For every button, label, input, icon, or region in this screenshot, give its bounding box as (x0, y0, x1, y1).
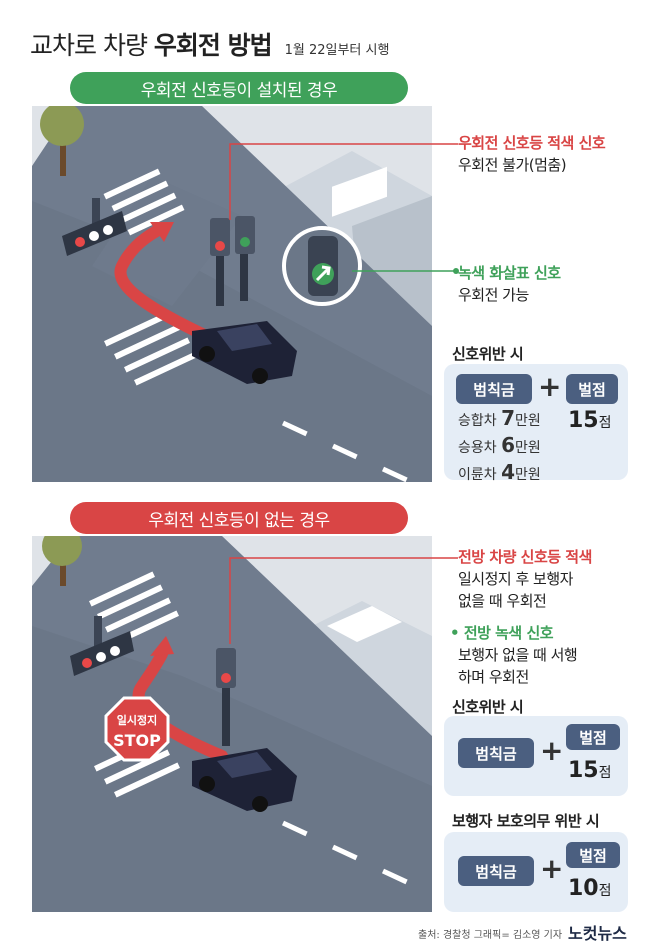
car-1 (192, 321, 297, 384)
points-value-2: 15점 (568, 758, 612, 783)
fine-row: 승용차 6만원 (458, 433, 541, 460)
red-note-head-2: 전방 차량 신호등 적색 (458, 548, 592, 566)
section1-violation-label: 신호위반 시 (452, 345, 524, 363)
tree-trunk-2 (60, 546, 66, 586)
fine-unit: 만원 (515, 467, 541, 483)
section2-green-note: • 전방 녹색 신호 보행자 없을 때 서행 하며 우회전 (450, 622, 578, 688)
red-note-body: 우회전 불가(멈춤) (458, 156, 567, 174)
section2-pill: 우회전 신호등이 없는 경우 (70, 502, 408, 534)
car-2 (192, 748, 297, 812)
turn-arrow-path (114, 222, 223, 347)
green-note-head: 녹색 화살표 신호 (458, 264, 561, 282)
points-unit: 점 (598, 415, 612, 431)
section1-penalty-panel: 범칙금 + 벌점 승합차 7만원 승용차 6만원 이륜차 4만원 15점 (444, 364, 628, 484)
green-leader-line (352, 268, 459, 274)
scene-with-right-turn-signal (32, 106, 432, 482)
credit-line: 출처: 경찰청 그래픽= 김소영 기자 (418, 930, 563, 941)
plus-sign: + (538, 370, 562, 403)
crosswalk-1 (103, 168, 185, 236)
points-value: 15점 (568, 408, 612, 433)
fine-vehicle: 승합차 (458, 413, 497, 429)
points-tag: 벌점 (566, 374, 618, 404)
stop-sign: 일시정지 STOP (104, 696, 170, 762)
green-note-body: 우회전 가능 (458, 286, 529, 304)
section2-red-note: 전방 차량 신호등 적색 일시정지 후 보행자 없을 때 우회전 (458, 546, 592, 612)
fine-amount: 7 (501, 406, 516, 430)
ped-points-tag: 벌점 (566, 842, 620, 868)
road-cross (32, 106, 432, 396)
tree-canopy-2 (42, 536, 82, 566)
green-arrow-icon (315, 265, 331, 282)
page-title: 교차로 차량 우회전 방법 1월 22일부터 시행 (30, 26, 389, 62)
fine-tag: 범칙금 (456, 374, 532, 404)
title-prefix: 교차로 차량 (30, 31, 148, 60)
points-number: 15 (568, 408, 599, 433)
green-note-head-2: • 전방 녹색 신호 (450, 624, 554, 642)
red-note-head: 우회전 신호등 적색 신호 (458, 134, 606, 152)
red-note-line2: 없을 때 우회전 (458, 592, 547, 610)
turn-arrow-head (150, 222, 174, 242)
section2-penalty-panel: 범칙금 + 벌점 15점 (444, 716, 628, 796)
intersection-illustration-2: 일시정지 STOP (32, 536, 432, 912)
fine-row: 이륜차 4만원 (458, 460, 541, 487)
title-bold: 우회전 방법 (153, 31, 273, 60)
ped-violation-label: 보행자 보호의무 위반 시 (452, 812, 600, 830)
fine-vehicle: 승용차 (458, 440, 497, 456)
title-date: 1월 22일부터 시행 (284, 43, 390, 58)
section1-red-note: 우회전 신호등 적색 신호 우회전 불가(멈춤) (458, 132, 606, 176)
ped-plus-sign: + (540, 852, 564, 885)
ped-penalty-panel: 범칙금 + 벌점 10점 (444, 832, 628, 912)
fine-unit: 만원 (515, 440, 541, 456)
section2-violation-label: 신호위반 시 (452, 698, 524, 716)
vehicle-signal-2 (70, 616, 134, 676)
vehicle-signal-1 (62, 198, 127, 256)
points-unit-2: 점 (598, 765, 612, 781)
fine-amount: 4 (501, 460, 516, 484)
scene-without-right-turn-signal: 일시정지 STOP (32, 536, 432, 912)
signal-zoom-bubble (282, 226, 362, 306)
stop-sign-top: 일시정지 (117, 713, 157, 727)
fine-unit: 만원 (515, 413, 541, 429)
turn-arrow-head-2 (150, 636, 174, 656)
red-note-line1: 일시정지 후 보행자 (458, 570, 573, 588)
fine-vehicle: 이륜차 (458, 467, 497, 483)
stop-sign-bottom: STOP (113, 731, 161, 750)
road-main-2 (32, 596, 432, 912)
plus-sign-2: + (540, 734, 564, 767)
nocut-logo: 노컷뉴스 (568, 924, 627, 943)
section1-pill: 우회전 신호등이 설치된 경우 (70, 72, 408, 104)
fine-tag-2: 범칙금 (458, 738, 534, 768)
fine-amount: 6 (501, 433, 516, 457)
right-turn-signal (210, 216, 255, 306)
red-leader-line-1 (229, 143, 458, 220)
ped-points-number: 10 (568, 876, 599, 901)
points-number-2: 15 (568, 758, 599, 783)
green-note-head-text: 전방 녹색 신호 (463, 624, 554, 642)
ped-points-value: 10점 (568, 876, 612, 901)
tree-canopy (40, 106, 84, 146)
ped-fine-tag: 범칙금 (458, 856, 534, 886)
tree-trunk (60, 126, 66, 176)
green-note-line1: 보행자 없을 때 서행 (458, 646, 578, 664)
section1-green-note: 녹색 화살표 신호 우회전 가능 (458, 262, 561, 306)
intersection-illustration-1 (32, 106, 432, 482)
turn-arrow-path-2 (132, 648, 228, 762)
ped-points-unit: 점 (598, 883, 612, 899)
fine-list: 승합차 7만원 승용차 6만원 이륜차 4만원 (458, 406, 541, 487)
fine-row: 승합차 7만원 (458, 406, 541, 433)
crosswalk-2 (104, 311, 200, 386)
red-leader-line-2 (229, 557, 458, 644)
side-signal (216, 648, 236, 746)
green-note-line2: 하며 우회전 (458, 668, 529, 686)
points-tag-2: 벌점 (566, 724, 620, 750)
